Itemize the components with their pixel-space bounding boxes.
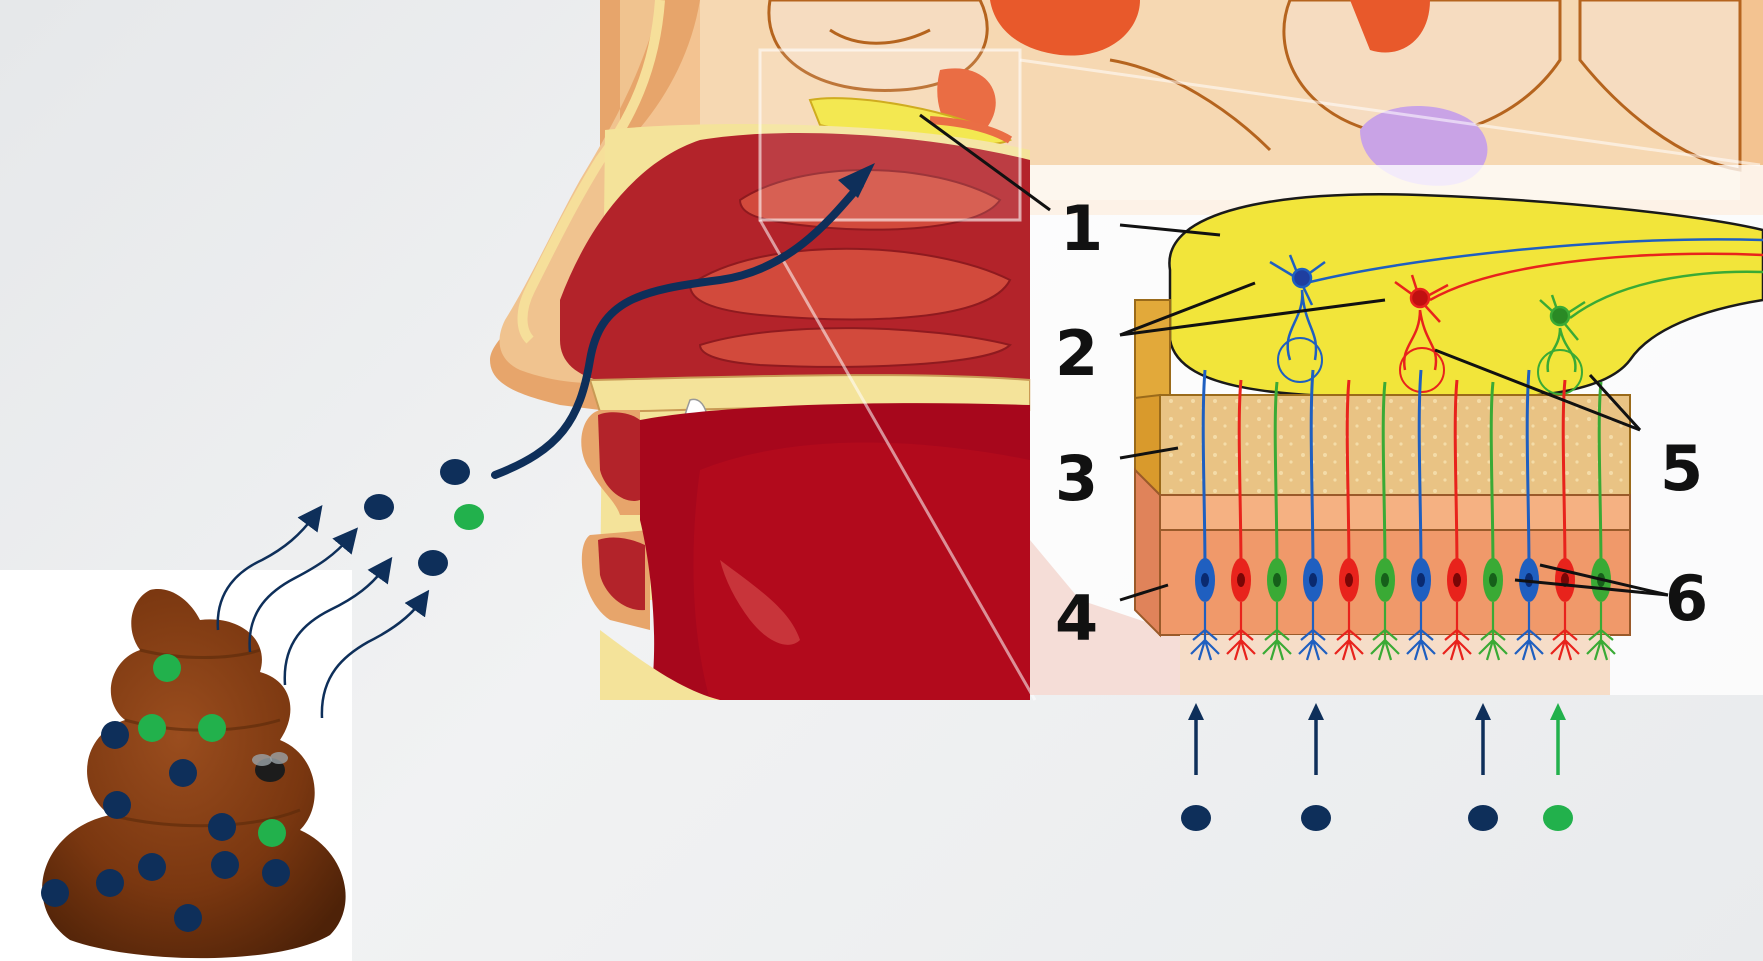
navy-molecule [41,879,69,907]
navy-binding-arrow [1301,703,1331,831]
odor-source-panel [0,570,352,961]
cribriform-plate [1160,395,1630,495]
navy-molecule [208,813,236,841]
navy-molecule [1181,805,1211,831]
navy-molecule [138,853,166,881]
navy-molecule [364,494,394,520]
green-molecule [153,654,181,682]
navy-molecule [103,791,131,819]
navy-molecule [169,759,197,787]
green-molecule [258,819,286,847]
label-6: 6 [1665,562,1708,635]
olfactory-inset: 1 2 3 4 5 6 [920,115,1763,695]
green-molecule [1543,805,1573,831]
receptor-binding-arrows [1181,703,1573,831]
label-2: 2 [1055,317,1098,390]
green-binding-arrow [1543,703,1573,831]
navy-molecule [1468,805,1498,831]
navy-binding-arrow [1468,703,1498,831]
label-5: 5 [1660,432,1703,505]
green-molecule [454,504,484,530]
navy-binding-arrow [1181,703,1211,831]
label-1: 1 [1060,192,1103,265]
navy-molecule [418,550,448,576]
navy-molecule [211,851,239,879]
navy-molecule [262,859,290,887]
green-molecule [138,714,166,742]
navy-molecule [96,869,124,897]
navy-molecule [174,904,202,932]
navy-molecule [101,721,129,749]
airborne-odor-molecules [364,459,484,576]
green-molecule [198,714,226,742]
label-4: 4 [1055,582,1098,655]
navy-molecule [1301,805,1331,831]
navy-molecule [440,459,470,485]
label-3: 3 [1055,442,1098,515]
